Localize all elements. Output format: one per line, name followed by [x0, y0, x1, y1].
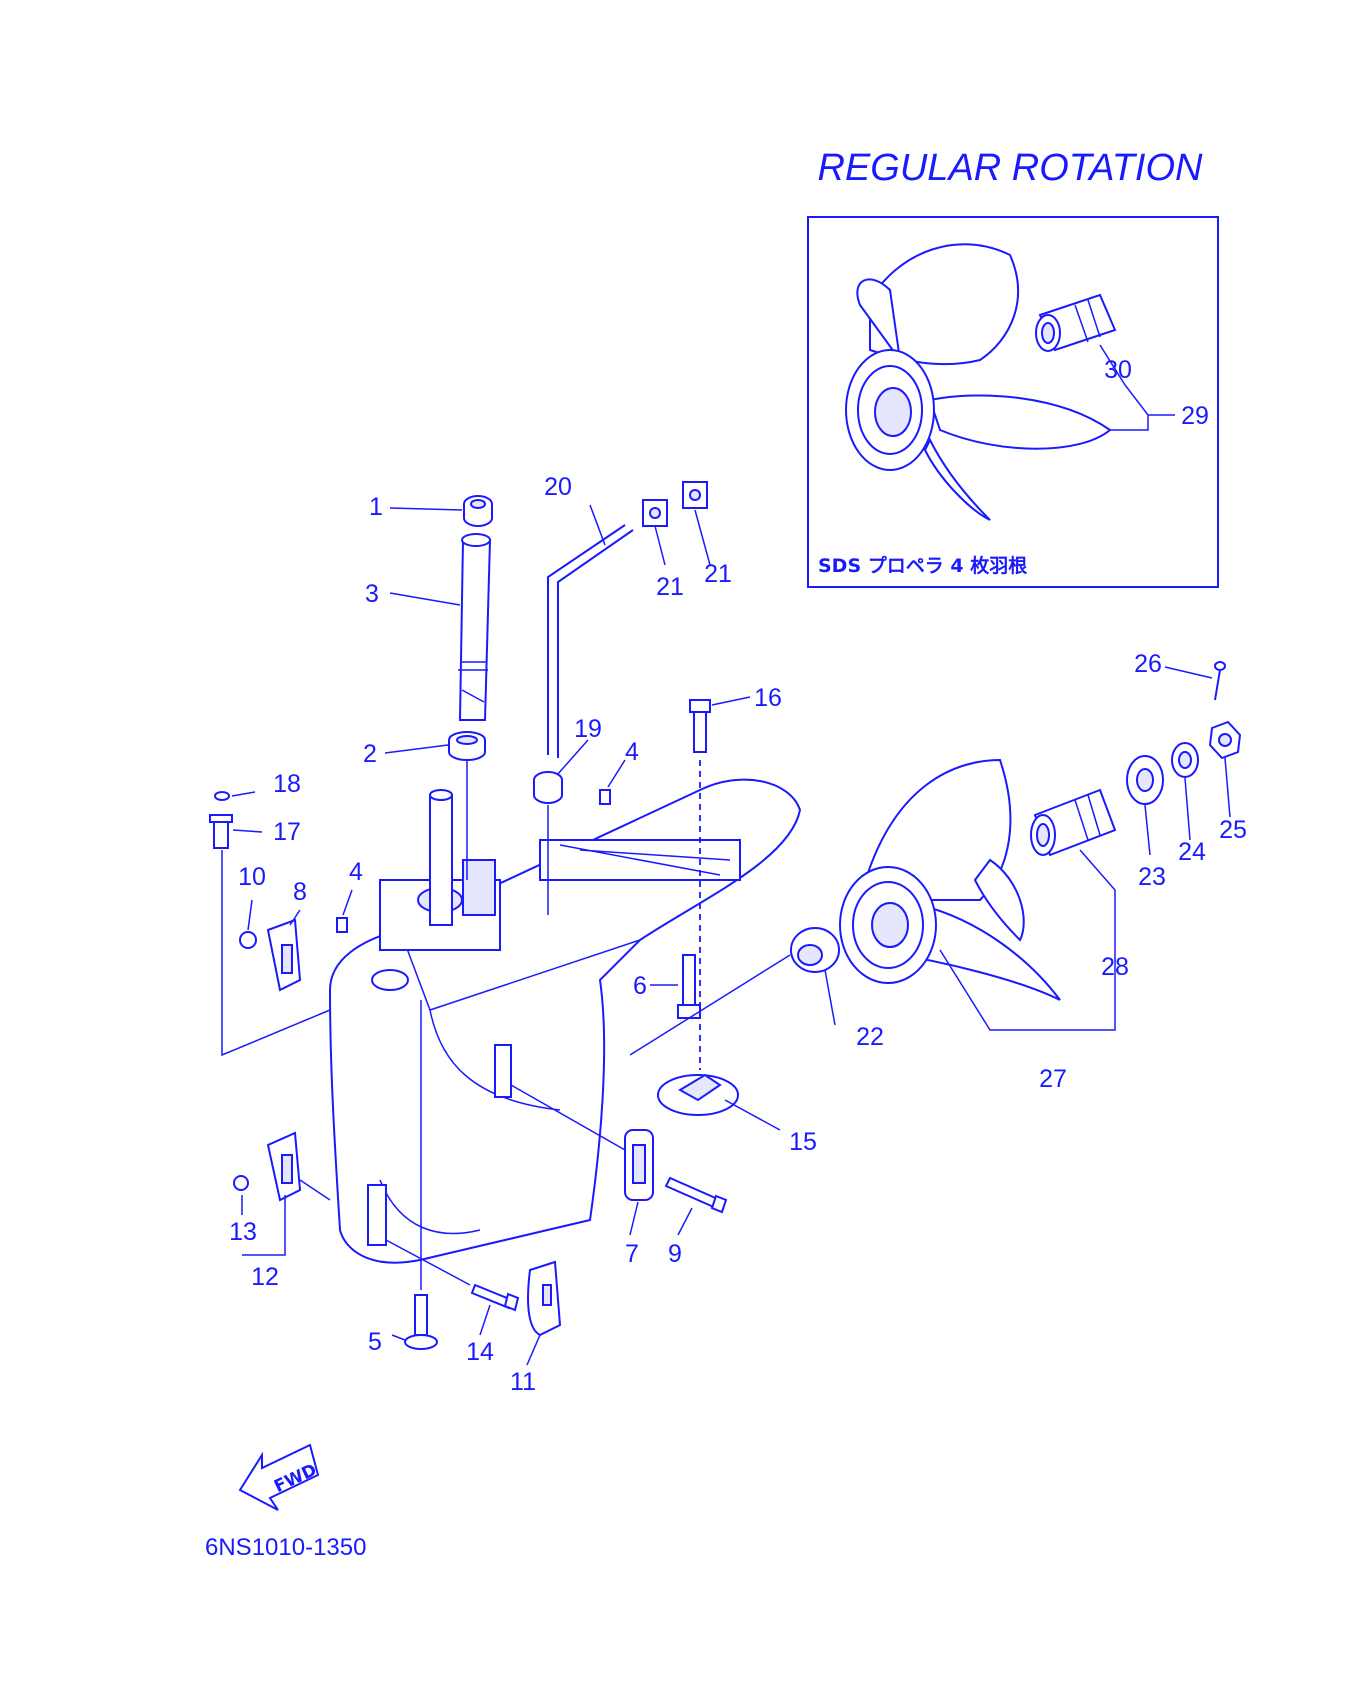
callout-18: 18 — [273, 770, 301, 798]
diagram-part-number: 6NS1010-1350 — [205, 1534, 366, 1561]
callout-15: 15 — [789, 1128, 817, 1156]
fwd-arrow-icon: FWD — [238, 1443, 320, 1511]
callout-27: 27 — [1039, 1065, 1067, 1093]
callout-19: 19 — [574, 715, 602, 743]
callout-24: 24 — [1178, 838, 1206, 866]
callout-30: 30 — [1104, 356, 1132, 384]
part-4-dowel-b — [336, 917, 348, 933]
part-16-bolt — [689, 699, 711, 753]
part-14-bolt — [470, 1283, 520, 1312]
callout-25: 25 — [1219, 816, 1247, 844]
callout-1: 1 — [369, 493, 383, 521]
callout-11: 11 — [510, 1368, 536, 1396]
callout-16: 16 — [754, 684, 782, 712]
inset-propeller-drawing — [845, 243, 1175, 521]
part-26-cotter-pin — [1214, 661, 1226, 701]
part-3-water-tube — [458, 533, 492, 721]
callout-17: 17 — [273, 818, 301, 846]
part-12-bracket — [266, 1131, 302, 1202]
callout-2: 2 — [363, 740, 377, 768]
part-19-collar — [533, 771, 563, 804]
callout-13: 13 — [229, 1218, 257, 1246]
part-8-bracket — [266, 918, 302, 992]
callout-4b: 4 — [349, 858, 363, 886]
callout-21b: 21 — [704, 560, 732, 588]
part-1-seal — [463, 495, 493, 527]
callout-26: 26 — [1134, 650, 1162, 678]
part-10-nut — [239, 931, 257, 949]
part-24-washer — [1171, 742, 1199, 778]
callout-4a: 4 — [625, 738, 639, 766]
callout-29: 29 — [1181, 402, 1209, 430]
lower-casing-drawing — [328, 778, 802, 1264]
part-13-nut — [233, 1175, 249, 1191]
callout-8: 8 — [293, 878, 307, 906]
part-6-bolt — [677, 954, 701, 1019]
callout-labels: 1 2 3 4 4 5 6 7 8 9 10 11 12 13 14 15 16… — [229, 356, 1247, 1396]
propeller-27-drawing — [839, 758, 1061, 1001]
callout-12: 12 — [251, 1263, 279, 1291]
callout-28: 28 — [1101, 953, 1129, 981]
inset-note: SDS プロペラ 4 枚羽根 — [818, 554, 1027, 577]
part-28-bushing — [1030, 788, 1117, 857]
part-4-dowel-a — [599, 789, 611, 805]
part-9-bolt — [664, 1176, 728, 1214]
callout-14: 14 — [466, 1338, 494, 1366]
callout-5: 5 — [368, 1328, 382, 1356]
part-7-damper — [624, 1129, 654, 1201]
callout-3: 3 — [365, 580, 379, 608]
part-22-seal — [790, 927, 840, 973]
part-5-bolt — [404, 1294, 438, 1350]
callout-22: 22 — [856, 1023, 884, 1051]
callout-10: 10 — [238, 863, 266, 891]
part-2-grommet — [448, 731, 486, 761]
part-20-tube — [547, 524, 626, 755]
part-17-grease-nipple — [209, 814, 233, 849]
callout-20: 20 — [544, 473, 572, 501]
callout-6: 6 — [633, 972, 647, 1000]
part-21-clips — [642, 481, 708, 527]
callout-23: 23 — [1138, 863, 1166, 891]
part-15-anode — [657, 1073, 739, 1116]
part-11-cover — [527, 1260, 562, 1337]
part-18-o-ring — [214, 791, 230, 801]
callout-21a: 21 — [656, 573, 684, 601]
part-23-spacer — [1126, 755, 1164, 805]
callout-7: 7 — [625, 1240, 639, 1268]
inset-frame — [807, 216, 1219, 588]
leader-lines — [231, 504, 1231, 1366]
callout-9: 9 — [668, 1240, 682, 1268]
diagram-title: REGULAR ROTATION — [818, 147, 1204, 189]
part-25-nut — [1208, 720, 1242, 760]
